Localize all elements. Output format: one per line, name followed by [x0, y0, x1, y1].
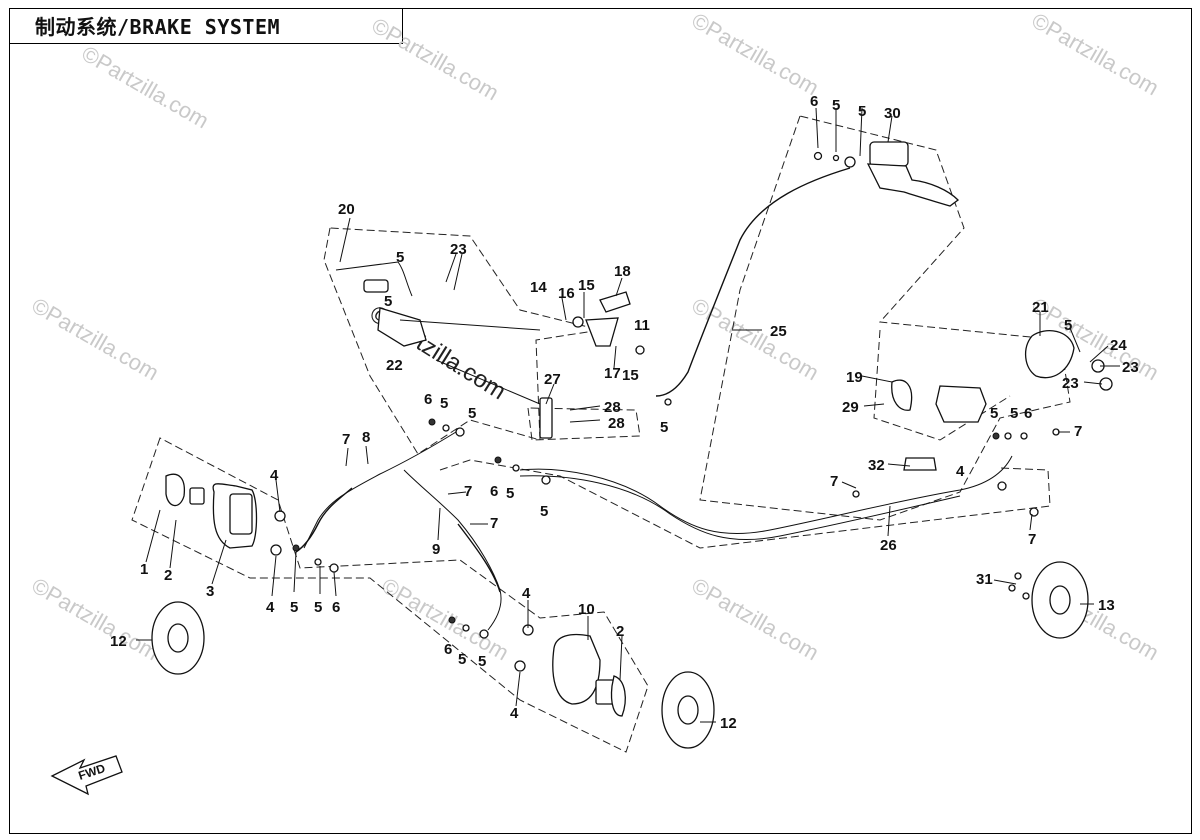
callout-label: 7 — [464, 483, 472, 500]
callout-label: 21 — [1032, 299, 1049, 316]
callout-label: 5 — [396, 249, 404, 266]
watermark: ©Partzilla.com — [688, 293, 824, 386]
group-outlines — [131, 115, 1071, 753]
brake-discs — [151, 561, 1089, 749]
callout-label: 7 — [1074, 423, 1082, 440]
callout-label: 5 — [290, 599, 298, 616]
callout-label: 3 — [206, 583, 214, 600]
watermark: ©Partzilla.com — [78, 41, 214, 134]
callout-label: 5 — [468, 405, 476, 422]
callout-label: 4 — [266, 599, 275, 616]
fwd-arrow-icon: FWD — [50, 755, 123, 796]
callout-label: 18 — [614, 263, 631, 280]
title-box: 制动系统/BRAKE SYSTEM — [9, 8, 403, 44]
callout-label: 12 — [720, 715, 737, 732]
callout-label: 31 — [976, 571, 993, 588]
callout-label: 5 — [458, 651, 466, 668]
callout-label: 14 — [530, 279, 547, 296]
callout-labels: 1 2 3 4 4 5 5 6 7 8 9 5 6 5 5 7 7 6 5 5 … — [110, 93, 1139, 732]
callout-label: 4 — [956, 463, 965, 480]
callout-label: 16 — [558, 285, 575, 302]
callout-label: 5 — [1010, 405, 1018, 422]
callout-label: 28 — [608, 415, 625, 432]
callout-label: 25 — [770, 323, 787, 340]
callout-label: 22 — [386, 357, 403, 374]
callout-label: 27 — [544, 371, 561, 388]
callout-label: 6 — [444, 641, 452, 658]
callout-label: 23 — [1122, 359, 1139, 376]
callout-label: 24 — [1110, 337, 1127, 354]
watermark: ©Partzilla.com — [28, 293, 164, 386]
page-title: 制动系统/BRAKE SYSTEM — [35, 15, 281, 39]
callout-label: 1 — [140, 561, 148, 578]
callout-label: 28 — [604, 399, 621, 416]
callout-label: 10 — [578, 601, 595, 618]
front-left-caliper — [165, 473, 286, 556]
callout-label: 5 — [440, 395, 448, 412]
callout-label: 2 — [616, 623, 624, 640]
callout-label: 13 — [1098, 597, 1115, 614]
watermark: ©Partzilla.com — [688, 8, 824, 101]
callout-label: 17 — [604, 365, 621, 382]
callout-label: 5 — [858, 103, 866, 120]
callout-label: 5 — [540, 503, 548, 520]
callout-label: 7 — [1028, 531, 1036, 548]
watermark: ©Partzilla.com — [368, 13, 504, 106]
diagram-frame — [9, 8, 1192, 834]
callout-label: 6 — [332, 599, 340, 616]
callout-label: 6 — [490, 483, 498, 500]
callout-label: 32 — [868, 457, 885, 474]
callout-label: 23 — [1062, 375, 1079, 392]
callout-label: 4 — [522, 585, 531, 602]
callout-label: 15 — [622, 367, 639, 384]
watermark: ©Partzilla.com — [1028, 8, 1164, 101]
callout-label: 30 — [884, 105, 901, 122]
callout-label: 19 — [846, 369, 863, 386]
watermark: ©Partzilla.com — [688, 573, 824, 666]
callout-label: 20 — [338, 201, 355, 218]
callout-label: 5 — [506, 485, 514, 502]
rear-caliper — [891, 330, 1113, 471]
callout-label: 5 — [990, 405, 998, 422]
pedal-group — [363, 279, 645, 439]
callout-label: 26 — [880, 537, 897, 554]
brake-lines — [295, 167, 1013, 631]
callout-label: 7 — [342, 431, 350, 448]
callout-label: 8 — [362, 429, 370, 446]
callout-label: 29 — [842, 399, 859, 416]
callout-label: 5 — [384, 293, 392, 310]
callout-label: 6 — [424, 391, 432, 408]
callout-label: 6 — [810, 93, 818, 110]
callout-label: 4 — [510, 705, 519, 722]
callout-label: 5 — [478, 653, 486, 670]
callout-label: 6 — [1024, 405, 1032, 422]
callout-label: 5 — [832, 97, 840, 114]
callout-label: 7 — [490, 515, 498, 532]
callout-label: 7 — [830, 473, 838, 490]
callout-label: 5 — [660, 419, 668, 436]
callout-label: 15 — [578, 277, 595, 294]
watermark: ©Partzilla.com — [28, 573, 164, 666]
callout-label: 2 — [164, 567, 172, 584]
callout-label: 9 — [432, 541, 440, 558]
callout-label: 5 — [314, 599, 322, 616]
callout-label: 11 — [634, 317, 650, 334]
leader-lines — [136, 107, 1120, 723]
master-cylinder — [813, 141, 959, 207]
callout-label: 4 — [270, 467, 279, 484]
callout-label: 23 — [450, 241, 467, 258]
callout-label: 12 — [110, 633, 127, 650]
front-right-caliper — [514, 624, 626, 717]
callout-label: 5 — [1064, 317, 1072, 334]
